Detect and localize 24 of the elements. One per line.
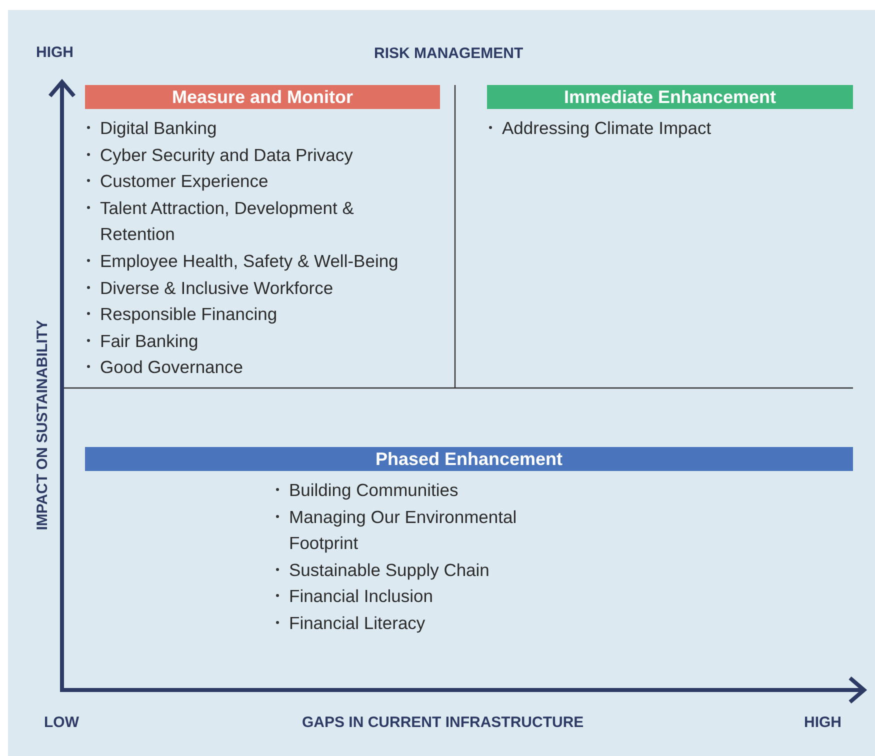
list-item: Cyber Security and Data Privacy [100, 144, 353, 167]
category-header: Immediate Enhancement [487, 85, 853, 109]
list-item: Talent Attraction, Development & Retention [100, 196, 355, 246]
list-item: Responsible Financing [100, 303, 278, 326]
list-item: Financial Literacy [289, 612, 426, 635]
category-header: Measure and Monitor [85, 85, 440, 109]
list-item: Employee Health, Safety & Well-Being [100, 250, 398, 273]
axis-label: IMPACT ON SUSTAINABILITY [32, 320, 52, 530]
list-item: Building Communities [289, 479, 458, 502]
axis-label: HIGH [804, 713, 842, 733]
list-item: Good Governance [100, 356, 244, 380]
axis-label: HIGH [36, 43, 74, 63]
list-item: Sustainable Supply Chain [289, 558, 490, 582]
list-item: Diverse & Inclusive Workforce [100, 276, 334, 300]
axis-label: GAPS IN CURRENT INFRASTRUCTURE [302, 713, 584, 733]
category-header: Phased Enhancement [85, 447, 853, 471]
list-item: Fair Banking [100, 330, 198, 353]
axis-label: RISK MANAGEMENT [374, 44, 524, 64]
axis-label: LOW [44, 713, 79, 733]
list-item: Managing Our Environmental Footprint [289, 506, 518, 556]
list-item: Customer Experience [100, 170, 268, 194]
list-item: Addressing Climate Impact [502, 117, 712, 140]
list-item: Financial Inclusion [289, 585, 433, 608]
list-item: Digital Banking [100, 117, 217, 140]
